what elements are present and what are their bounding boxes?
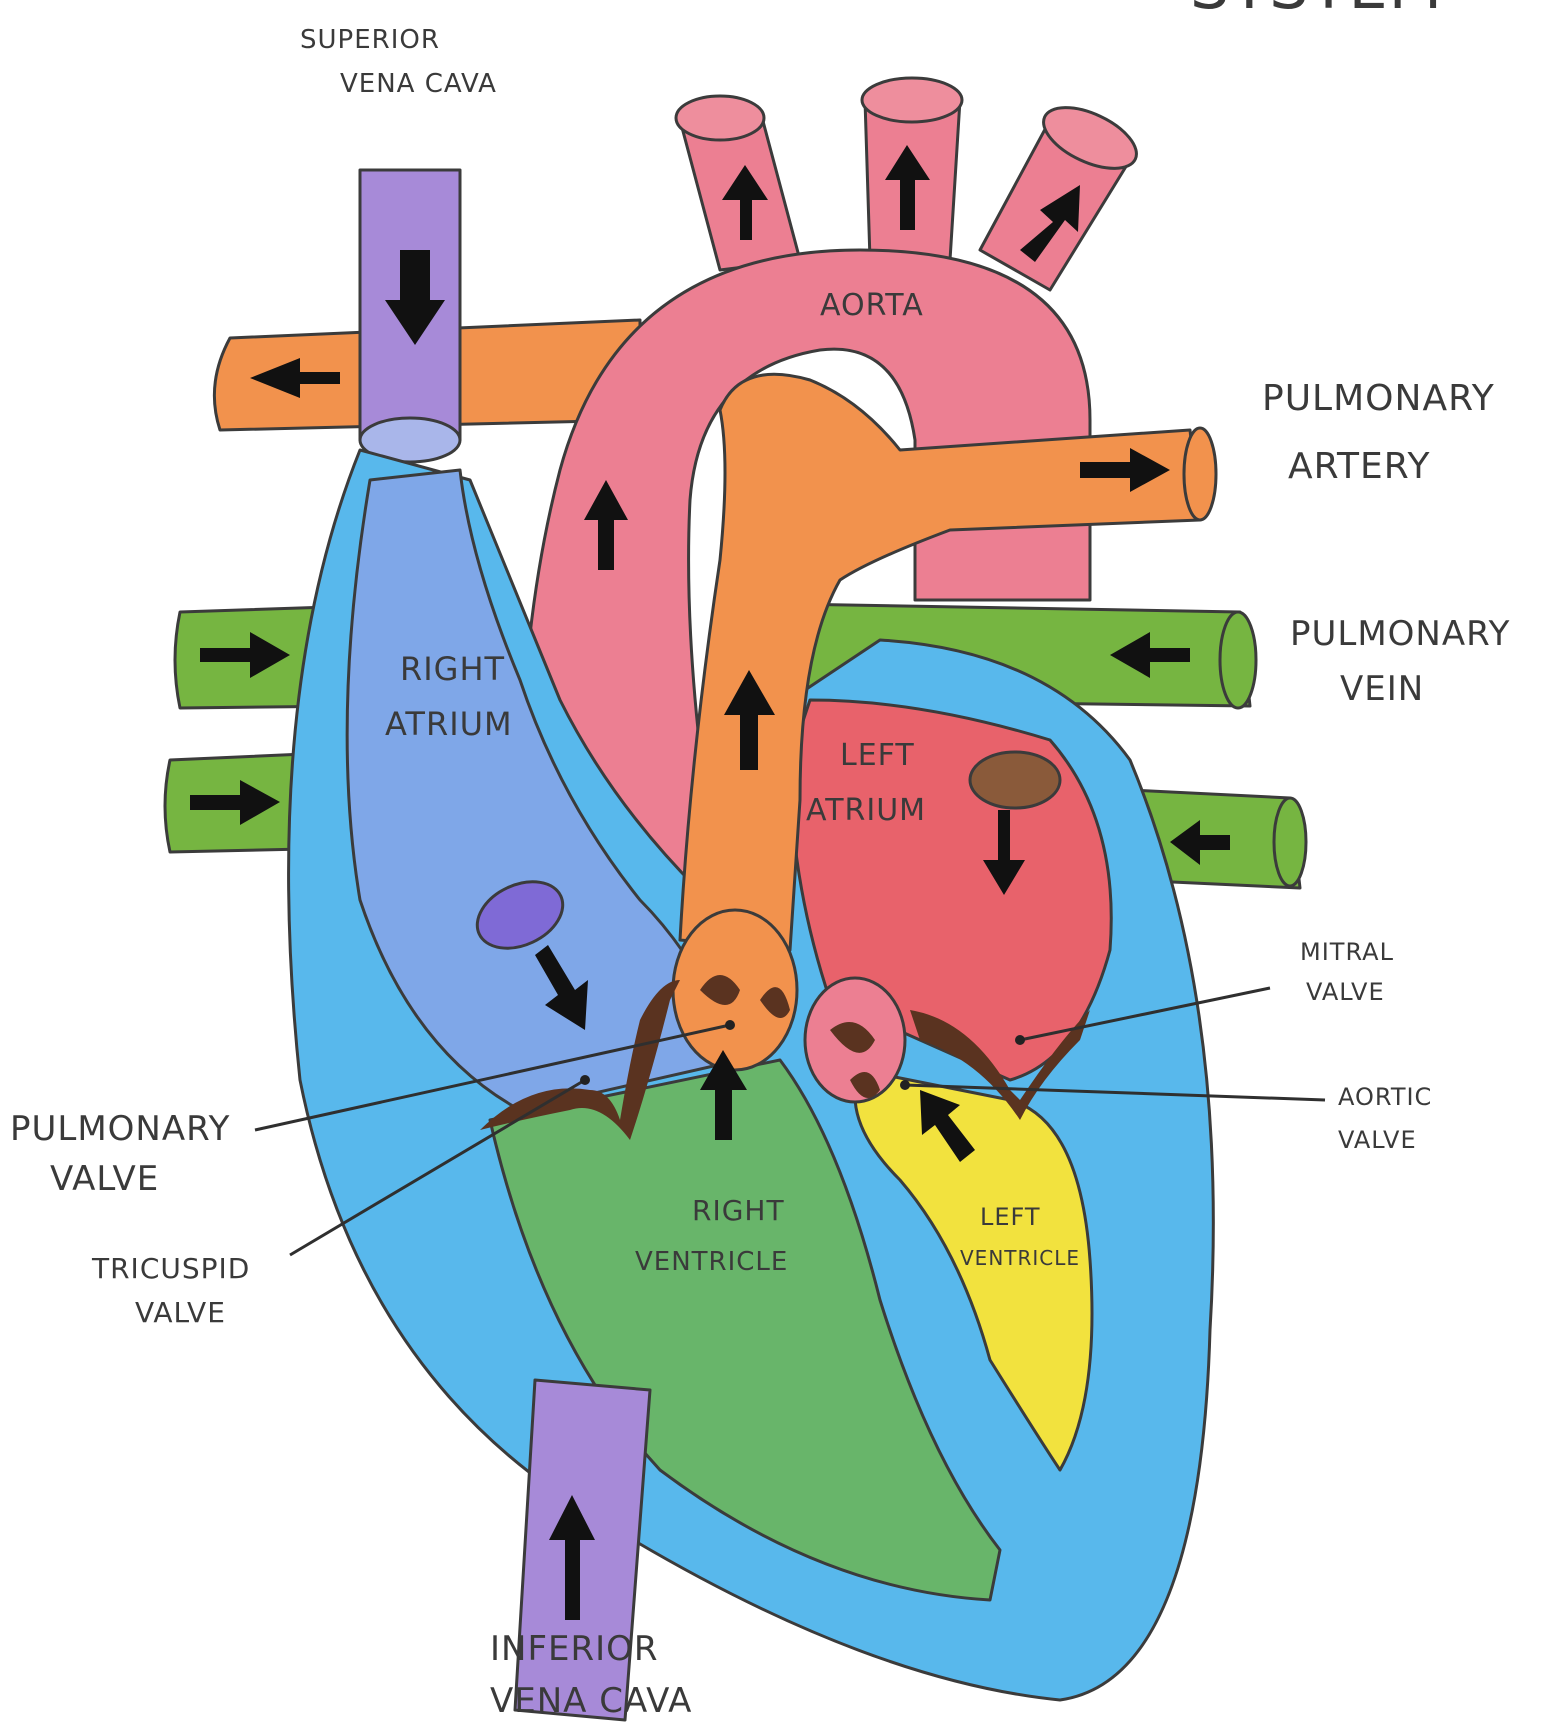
label-tricuspid-valve-line2: VALVE [135, 1296, 226, 1329]
leader-pulmonary-valve-dot [725, 1020, 735, 1030]
pulmonary-artery-right-opening [1184, 428, 1216, 520]
inferior-vena-cava [515, 1380, 650, 1720]
label-right-ventricle-line1: RIGHT [692, 1194, 785, 1227]
label-pulmonary-vein-line2: VEIN [1340, 669, 1424, 709]
label-pulmonary-artery-line1: PULMONARY [1262, 378, 1495, 419]
label-superior-vena-cava-line2: VENA CAVA [340, 69, 497, 99]
label-pulmonary-valve-line1: PULMONARY [10, 1109, 230, 1149]
label-left-ventricle-line1: LEFT [980, 1203, 1041, 1231]
pulmonary-vein-right-lower-end [1274, 798, 1306, 886]
label-aorta: AORTA [820, 288, 924, 323]
label-pulmonary-vein-line1: PULMONARY [1290, 614, 1510, 654]
label-inferior-vena-cava-line2: VENA CAVA [490, 1681, 692, 1721]
leader-mitral-valve-dot [1015, 1035, 1025, 1045]
label-aortic-valve-line1: AORTIC [1338, 1083, 1432, 1111]
label-left-atrium-line2: ATRIUM [806, 793, 926, 828]
label-aortic-valve-line2: VALVE [1338, 1126, 1417, 1154]
label-left-atrium-line1: LEFT [840, 738, 915, 773]
label-right-atrium-line2: ATRIUM [385, 705, 513, 743]
leader-tricuspid-valve-dot [580, 1075, 590, 1085]
aorta-branch-left-opening [676, 96, 764, 140]
label-superior-vena-cava-line1: SUPERIOR [300, 25, 440, 55]
leader-aortic-valve-dot [900, 1080, 910, 1090]
pulmonary-vein-right-upper-end [1220, 612, 1256, 708]
label-right-ventricle-line2: VENTRICLE [635, 1247, 788, 1277]
label-right-atrium-line1: RIGHT [400, 650, 505, 688]
left-atrium-blood-cell [970, 752, 1060, 808]
aorta-branch-middle-opening [862, 78, 962, 122]
label-pulmonary-artery-line2: ARTERY [1288, 446, 1430, 487]
label-mitral-valve-line2: VALVE [1306, 978, 1385, 1006]
header-partial-text: SYSTEM [1190, 0, 1443, 23]
label-pulmonary-valve-line2: VALVE [50, 1159, 159, 1199]
label-left-ventricle-line2: VENTRICLE [960, 1246, 1080, 1270]
label-tricuspid-valve-line1: TRICUSPID [91, 1252, 250, 1285]
label-inferior-vena-cava-line1: INFERIOR [490, 1629, 659, 1669]
label-mitral-valve-line1: MITRAL [1300, 938, 1394, 966]
